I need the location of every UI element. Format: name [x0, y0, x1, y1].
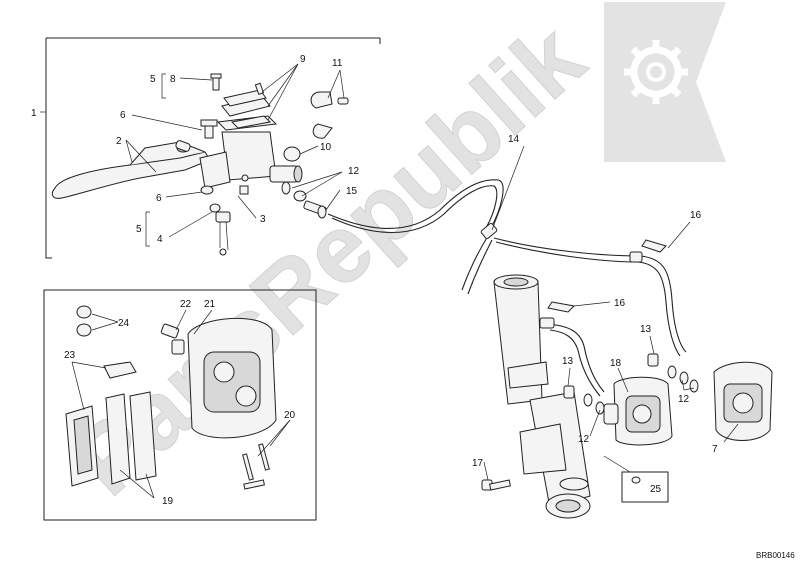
brake-pads — [65, 391, 157, 487]
callout-18: 18 — [610, 358, 622, 369]
callout-21: 21 — [204, 299, 216, 310]
callout-9: 9 — [300, 54, 306, 65]
leader-lines — [40, 63, 739, 499]
push-rod — [175, 140, 191, 152]
callout-5-lower: 5 — [136, 224, 142, 235]
callout-12-upper: 12 — [348, 166, 360, 177]
callout-13-right: 13 — [640, 324, 652, 335]
callout-22: 22 — [180, 299, 192, 310]
callout-12-right: 12 — [678, 394, 690, 405]
callout-23: 23 — [64, 350, 76, 361]
master-cylinder-assembly-frame — [45, 37, 381, 259]
callout-1: 1 — [31, 108, 37, 119]
drawing-code: BRB00146 — [756, 551, 795, 560]
pad-pins — [242, 443, 270, 490]
callout-6-upper: 6 — [120, 110, 126, 121]
reservoir-cover — [221, 89, 272, 129]
callout-4: 4 — [157, 234, 163, 245]
brake-caliper-right — [713, 361, 773, 441]
callout-10: 10 — [320, 142, 332, 153]
callout-3: 3 — [260, 214, 266, 225]
callout-20: 20 — [284, 410, 296, 421]
callout-labels: 1 2 3 4 5 5 6 6 7 8 9 10 11 12 12 12 13 … — [31, 54, 718, 507]
callout-17: 17 — [472, 458, 484, 469]
caliper-detail-frame — [43, 289, 317, 521]
callout-24: 24 — [118, 318, 130, 329]
brake-light-switch — [215, 211, 231, 256]
callout-12-lower: 12 — [578, 434, 590, 445]
callout-19: 19 — [162, 496, 174, 507]
gear-icon — [604, 2, 726, 162]
master-cylinder — [199, 115, 303, 189]
brake-caliper-left — [603, 376, 673, 446]
dust-caps — [76, 305, 92, 337]
callout-6-lower: 6 — [156, 193, 162, 204]
callout-15: 15 — [346, 186, 358, 197]
rubber-cap — [283, 146, 301, 162]
hose-clips — [547, 239, 667, 313]
screws — [200, 73, 265, 213]
fork-leg — [493, 274, 591, 519]
callout-8: 8 — [170, 74, 176, 85]
handlebar-clamp — [310, 91, 349, 139]
callout-5-upper: 5 — [150, 74, 156, 85]
callout-16-upper: 16 — [690, 210, 702, 221]
callout-25: 25 — [650, 484, 662, 495]
brake-caliper-detail — [160, 317, 277, 439]
callout-7: 7 — [712, 444, 718, 455]
callout-14: 14 — [508, 134, 520, 145]
callout-16-lower: 16 — [614, 298, 626, 309]
callout-11: 11 — [332, 58, 343, 69]
callout-13-left: 13 — [562, 356, 574, 367]
washer-kit — [621, 471, 669, 503]
pad-spring — [103, 361, 137, 379]
banjo-fitting-upper — [281, 181, 327, 219]
caliper-bolt — [481, 479, 511, 491]
brake-hoses — [327, 179, 687, 397]
callout-2: 2 — [116, 136, 122, 147]
